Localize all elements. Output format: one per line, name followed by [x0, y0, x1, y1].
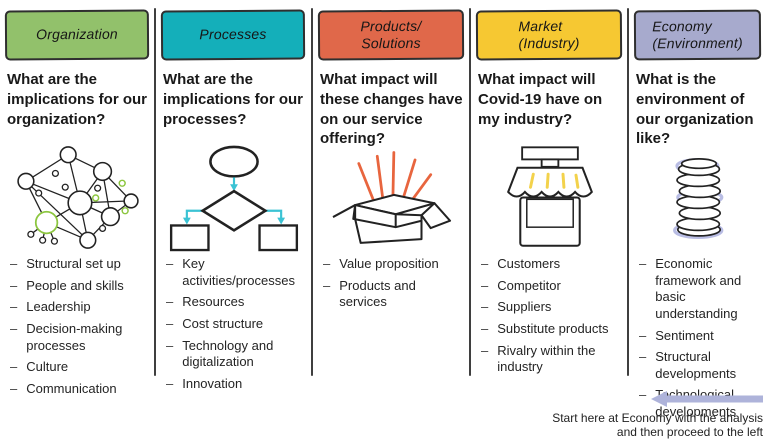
banner-economy-environment: Economy (Environment): [633, 9, 762, 61]
list-item: –Products and services: [323, 277, 416, 310]
list-item: –Resources: [166, 294, 245, 310]
column-divider: [469, 8, 471, 376]
list-item: –Structural developments: [639, 349, 737, 381]
bullet-list-market-industry: –Customers –Competitor –Suppliers –Substitu…: [481, 256, 625, 381]
banner-label: Processes: [199, 26, 267, 43]
bullet-list-processes: –Key activities/processes –Resources –Cost…: [166, 256, 308, 397]
list-item: –Innovation: [166, 375, 243, 391]
list-item: –Key activities/processes: [166, 256, 295, 288]
column-market-industry: Market (Industry) What impact will Covid…: [475, 0, 625, 444]
coin-stack-illustration: [633, 140, 764, 254]
list-item: –Sentiment: [639, 327, 714, 343]
question-organization: What are the implications for our organi…: [7, 71, 148, 128]
flowchart-icon: [169, 145, 299, 252]
question-products-solutions: What impact will these changes have on o…: [320, 71, 463, 148]
question-economy-environment: What is the environment of our organizat…: [636, 71, 754, 148]
market-stall-illustration: [475, 140, 625, 254]
column-economy-environment: Economy (Environment) What is the enviro…: [633, 0, 764, 444]
column-divider: [627, 8, 629, 376]
note-line-1: Start here at Economy with the analysis: [552, 411, 763, 425]
banner-products-solutions: Products/ Solutions: [317, 9, 465, 61]
list-item: –Customers: [481, 256, 561, 271]
start-here-arrow: [651, 390, 763, 408]
bullet-list-products-solutions: –Value proposition –Products and services: [323, 256, 467, 316]
coin-stack-icon: [672, 158, 723, 240]
banner-label: Economy (Environment): [652, 17, 743, 52]
list-item: –Communication: [10, 380, 117, 396]
open-box-illustration: [317, 146, 467, 254]
list-item: –Technology and digitalization: [166, 337, 274, 370]
list-item: –Culture: [10, 359, 69, 375]
column-divider: [311, 8, 313, 376]
banner-market-industry: Market (Industry): [475, 9, 623, 61]
left-arrow-shape: [651, 391, 763, 407]
banner-label: Market (Industry): [518, 17, 580, 52]
awning-shape: [507, 166, 593, 198]
list-item: –Leadership: [10, 299, 91, 315]
bullet-list-organization: –Structural set up –People and skills –Lea…: [10, 256, 152, 402]
network-graph-illustration: [4, 140, 152, 254]
column-organization: Organization What are the implications f…: [4, 0, 152, 444]
market-stall-icon: [507, 146, 593, 247]
banner-label: Organization: [36, 25, 118, 43]
banner-label: Products/ Solutions: [360, 17, 422, 52]
column-products-solutions: Products/ Solutions What impact will the…: [317, 0, 467, 444]
question-market-industry: What impact will Covid-19 have on my ind…: [478, 71, 603, 128]
column-processes: Processes What are the implications for …: [160, 0, 308, 444]
list-item: –Rivalry within the industry: [481, 342, 596, 375]
left-arrow-icon: [651, 391, 763, 407]
banner-organization: Organization: [4, 9, 150, 61]
list-item: –Decision-making processes: [10, 320, 123, 353]
open-box-icon: [332, 151, 452, 244]
list-item: –Structural set up: [10, 256, 121, 271]
list-item: –Substitute products: [481, 320, 609, 336]
start-here-note: Start here at Economy with the analysis …: [513, 411, 763, 439]
network-graph-icon: [17, 146, 139, 249]
list-item: –Economic framework and basic understand…: [639, 256, 742, 321]
list-item: –Suppliers: [481, 299, 552, 315]
list-item: –Competitor: [481, 277, 561, 293]
list-item: –Value proposition: [323, 256, 439, 271]
list-item: –Cost structure: [166, 315, 264, 331]
question-processes: What are the implications for our proces…: [163, 71, 304, 128]
banner-processes: Processes: [160, 9, 306, 61]
list-item: –People and skills: [10, 277, 124, 293]
flowchart-illustration: [160, 140, 308, 254]
column-divider: [154, 8, 156, 376]
note-line-2: and then proceed to the left: [616, 425, 763, 440]
bullet-list-economy-environment: –Economic framework and basic understand…: [639, 256, 764, 426]
